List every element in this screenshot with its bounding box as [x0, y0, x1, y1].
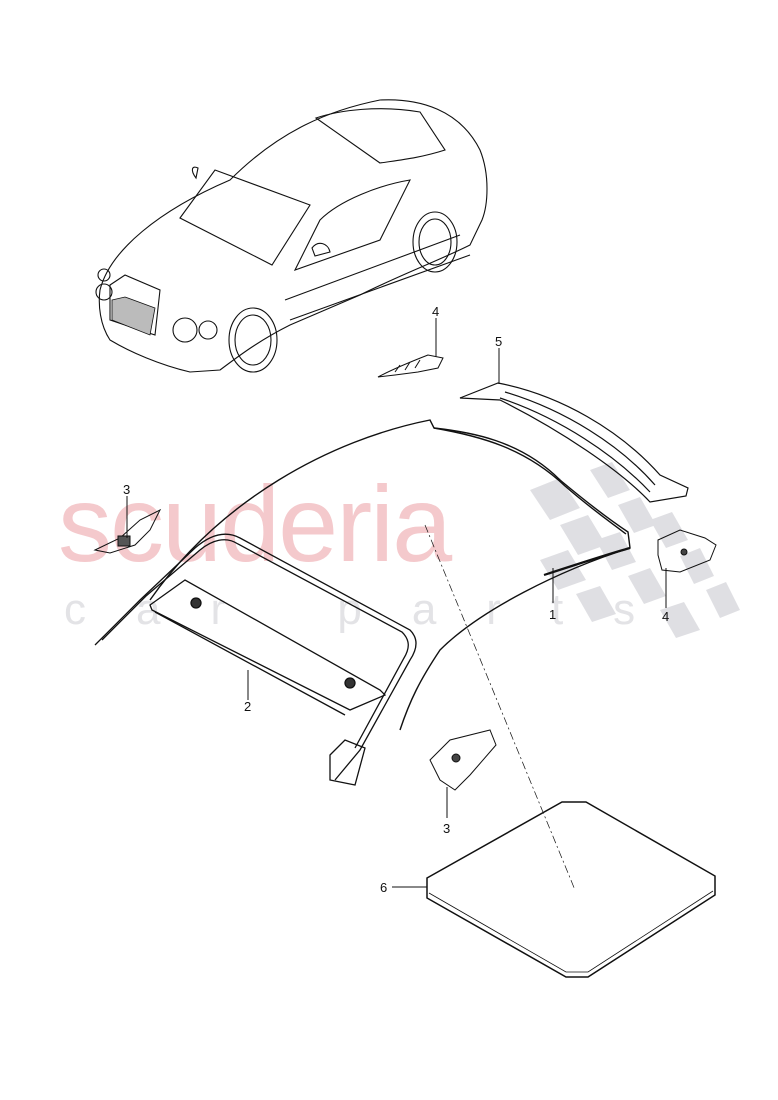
- car-grille: [111, 296, 156, 336]
- alignment-line: [424, 524, 576, 891]
- leader-lines: [126, 318, 667, 888]
- callout-4-right[interactable]: 4: [662, 609, 670, 624]
- watermark-subtitle: car parts: [64, 585, 686, 634]
- car-reference-illustration: [95, 99, 488, 373]
- part-5-rear-cross-member: [459, 382, 689, 503]
- part-2-front-frame: [94, 533, 417, 786]
- part-1-roof-panel: [149, 419, 631, 731]
- callout-4-top[interactable]: 4: [432, 304, 440, 319]
- checkered-flag-icon: [530, 462, 740, 638]
- callout-6[interactable]: 6: [380, 880, 388, 895]
- callout-5[interactable]: 5: [495, 334, 503, 349]
- callout-1[interactable]: 1: [549, 607, 557, 622]
- callout-2[interactable]: 2: [244, 699, 252, 714]
- part-4-bracket-top: [377, 354, 444, 378]
- part-4-bracket-right: [657, 529, 717, 573]
- callout-3-left[interactable]: 3: [123, 482, 131, 497]
- part-6-insulation-pad: [426, 801, 716, 978]
- callout-3-lower[interactable]: 3: [443, 821, 451, 836]
- watermark-brand: scuderia: [58, 463, 452, 584]
- part-3-bracket-lower: [429, 729, 497, 791]
- part-3-bracket-left: [93, 508, 162, 554]
